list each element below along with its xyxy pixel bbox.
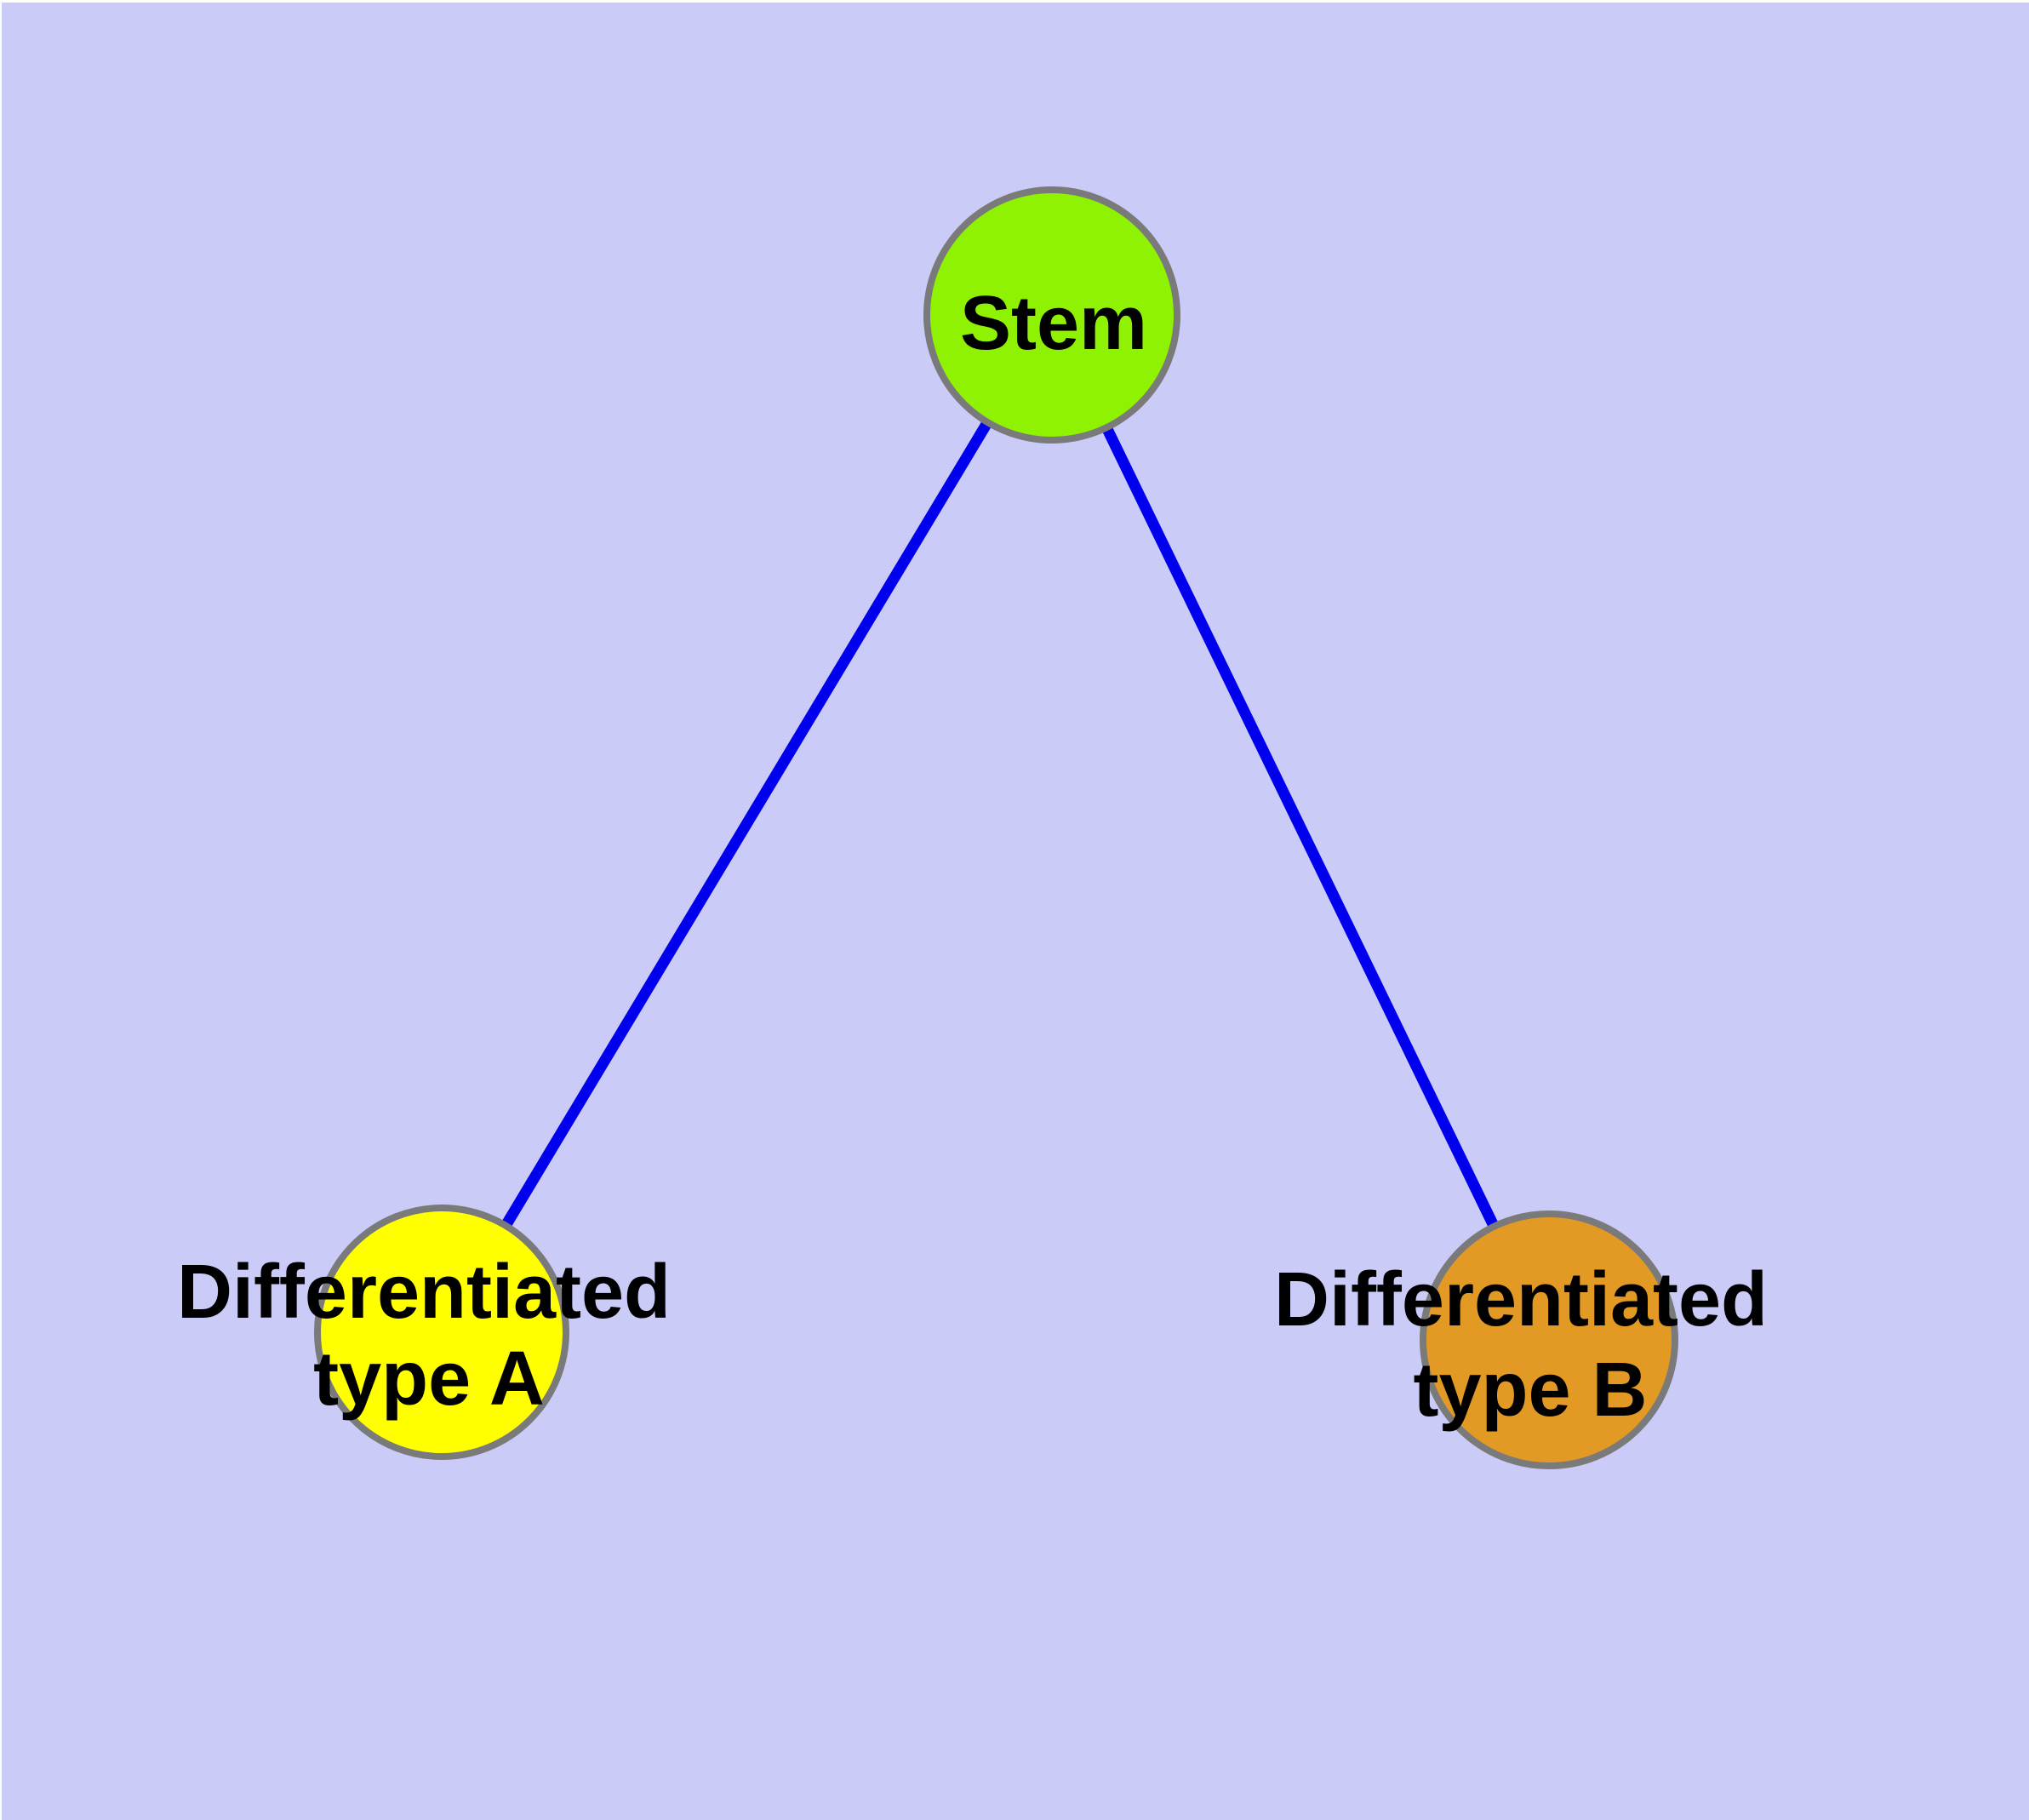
node-differentiated-type-b xyxy=(1420,1210,1678,1469)
node-differentiated-type-a xyxy=(314,1205,569,1460)
edge-stem-to-type-b xyxy=(1047,312,1554,1342)
node-type-a-label-line1: Differentiated xyxy=(177,1250,671,1335)
node-type-b-label-line2: type B xyxy=(1413,1348,1647,1433)
node-type-b-label-line1: Differentiated xyxy=(1274,1257,1768,1342)
node-stem xyxy=(923,186,1180,444)
node-stem-label: Stem xyxy=(960,281,1147,366)
edge-stem-to-type-a xyxy=(437,312,1057,1336)
node-type-a-label-line2: type A xyxy=(313,1336,545,1422)
